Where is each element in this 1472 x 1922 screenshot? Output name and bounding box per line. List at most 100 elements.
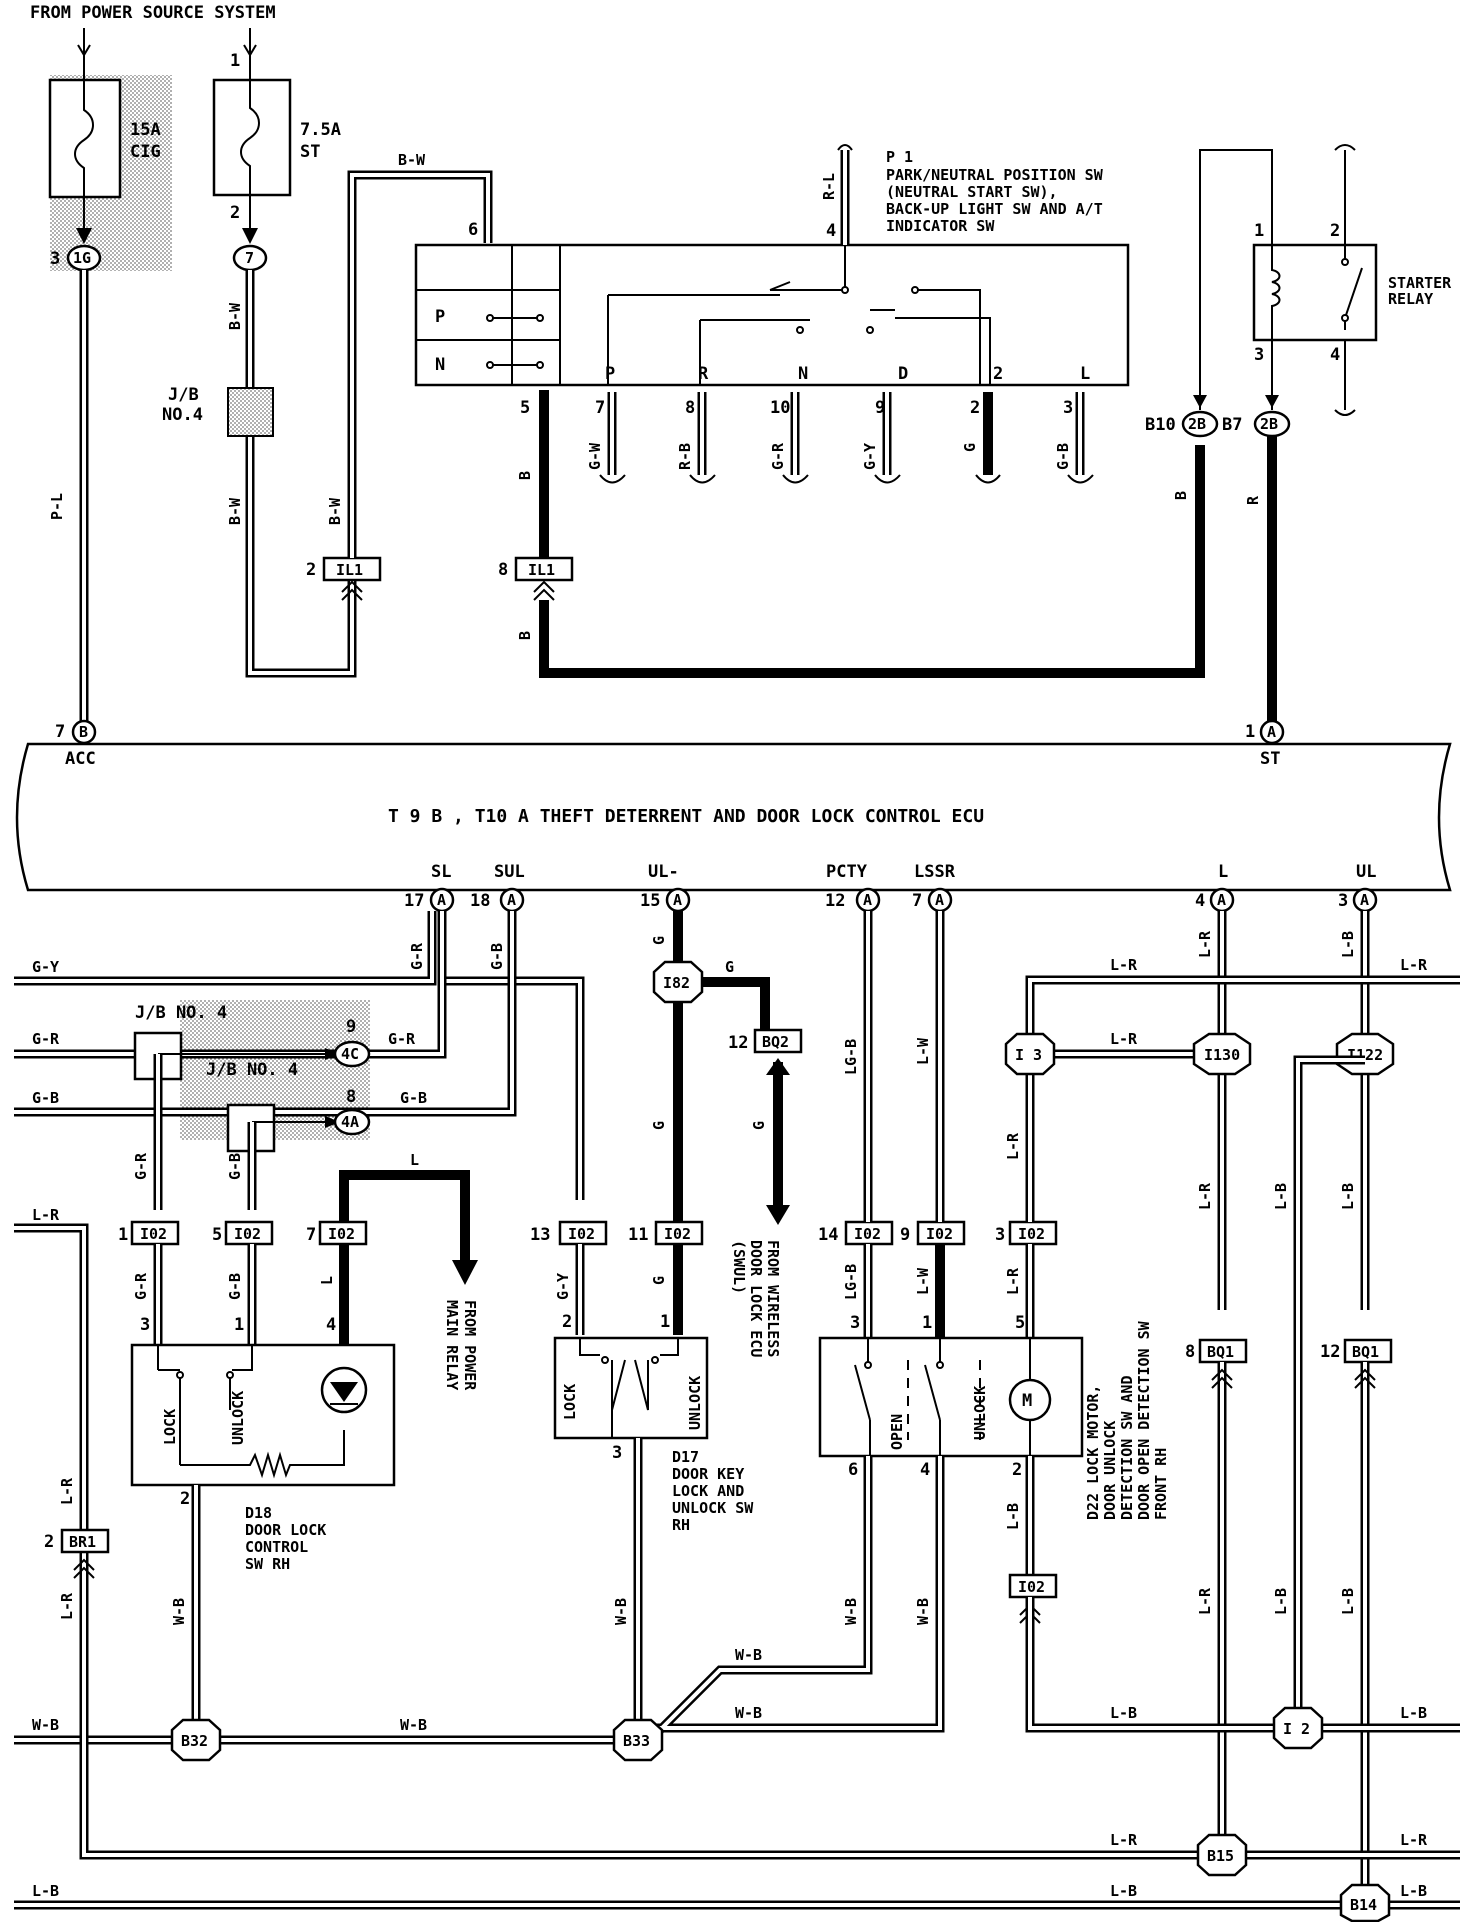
svg-text:11: 11: [628, 1225, 648, 1245]
p1-title-3: (NEUTRAL START SW),: [886, 183, 1058, 201]
from-power-main-relay-1: FROM POWER: [461, 1300, 479, 1391]
wire-label-g: G: [650, 1121, 668, 1130]
arrow: [766, 1205, 790, 1225]
jb-no4-label: J/B NO. 4: [206, 1060, 298, 1080]
st-feed-arrow: [243, 44, 257, 57]
connector-bq2-label: BQ2: [762, 1033, 789, 1051]
p1-contacts: [490, 317, 540, 366]
p1-output-wires: [599, 392, 1094, 484]
wire-label-l-b: L-B: [1339, 1183, 1357, 1210]
wire-b-w-p1-inner: [350, 173, 490, 558]
pin-num: 4: [920, 1460, 930, 1480]
wire-label-g-b: G-B: [32, 1089, 59, 1107]
cig-arrow: [76, 228, 92, 244]
wire-label-b: B: [1172, 491, 1190, 500]
fuse-st-name: ST: [300, 142, 320, 162]
ecu-pin-sl: SL: [431, 862, 451, 882]
pin-num: 3: [50, 249, 60, 269]
i02-label: I02: [854, 1225, 881, 1243]
d18-inputs-inner: [156, 1244, 254, 1345]
d22-unlock: UNLOCK: [971, 1386, 989, 1440]
d17-label-3: LOCK AND: [672, 1482, 744, 1500]
connector-i82-label: I82: [663, 974, 690, 992]
p1-wire-g-b: G-B: [1054, 443, 1072, 470]
connector-b14: [1339, 1883, 1391, 1922]
wire-label-l-b: L-B: [1272, 1183, 1290, 1210]
p1-pin-8: 8: [685, 398, 695, 418]
pin-num: 2: [44, 1532, 54, 1552]
arrow: [1265, 395, 1279, 408]
connector-2b-label: 2B: [1260, 415, 1278, 433]
connector-bq1-label: BQ1: [1207, 1343, 1234, 1361]
connector-arrow: [73, 1558, 95, 1579]
starter-relay-coil: [1271, 245, 1281, 340]
p1-pos-label-p: P: [605, 364, 615, 384]
pin-num: 1: [660, 1312, 670, 1332]
p1-title-2: PARK/NEUTRAL POSITION SW: [886, 166, 1104, 184]
p1-position-p: P: [435, 307, 445, 327]
svg-text:9: 9: [900, 1225, 910, 1245]
connector-4c-label: 4C: [341, 1045, 359, 1063]
connector-i2-label: I 2: [1283, 1720, 1310, 1738]
pin-num: 5: [520, 398, 530, 418]
starter-relay-label-2: RELAY: [1388, 290, 1433, 308]
wire-label-g-b: G-B: [226, 1153, 244, 1180]
conn-a: A: [935, 891, 944, 909]
wire-label-b: B: [516, 471, 534, 480]
wire-label-l-r: L-R: [1004, 1132, 1022, 1160]
ecu-st: ST: [1260, 749, 1280, 769]
fuse-st-element: [240, 80, 260, 195]
connector-il1-label: IL1: [336, 561, 363, 579]
connector-i130: [1192, 1032, 1252, 1076]
jb-link: [158, 1053, 335, 1123]
wire-label-l-r: L-R: [32, 1206, 60, 1224]
svg-text:13: 13: [530, 1225, 550, 1245]
pin-num: 3: [612, 1443, 622, 1463]
p1-title-1: P 1: [886, 148, 913, 166]
p1-title-4: BACK-UP LIGHT SW AND A/T: [886, 200, 1103, 218]
wire-label-g-r: G-R: [408, 942, 426, 970]
wire-b-return: [539, 445, 1205, 678]
wire-label-l-w: L-W: [914, 1037, 932, 1065]
connector-b15: [1196, 1833, 1248, 1877]
wire-label-g-y: G-Y: [554, 1273, 572, 1300]
connector-b14-label: B14: [1350, 1896, 1377, 1914]
pin-num: 2: [230, 203, 240, 223]
wire-label-w-b: W-B: [735, 1646, 762, 1664]
fuse-st-amp: 7.5A: [300, 120, 341, 140]
wire-l-r-left: [14, 1223, 1460, 1860]
wire-g-y-left: [14, 911, 437, 986]
wire-label-g-r: G-R: [132, 1152, 150, 1180]
wire-label-g: G: [725, 958, 734, 976]
d22-internal: [854, 1338, 1031, 1456]
wire-label-g: G: [650, 1276, 668, 1285]
svg-text:3: 3: [995, 1225, 1005, 1245]
connector-2b-b10: [1181, 410, 1219, 438]
wire-label-g-y: G-Y: [32, 958, 59, 976]
connector-b32: [170, 1718, 222, 1762]
conn-a: A: [507, 891, 516, 909]
connector-b32-label: B32: [181, 1732, 208, 1750]
pin-num: 3: [850, 1313, 860, 1333]
wire-label-b-w: B-W: [226, 302, 244, 330]
wire-label-l-w: L-W: [914, 1267, 932, 1295]
wire-l-b-branch: [1293, 1055, 1365, 1728]
p1-wire-r-b: R-B: [676, 443, 694, 470]
wire-label-w-b: W-B: [170, 1598, 188, 1625]
pin-num: 2: [306, 560, 316, 580]
arrow: [766, 1058, 790, 1075]
d17-label-1: D17: [672, 1448, 699, 1466]
pin-num: 12: [1320, 1342, 1340, 1362]
wire-label-g-r: G-R: [132, 1272, 150, 1300]
svg-text:7: 7: [912, 891, 922, 911]
p1-grid: [416, 245, 561, 385]
d18-label-3: CONTROL: [245, 1538, 308, 1556]
wire-label-l-b: L-B: [1400, 1882, 1427, 1900]
wire-label-w-b: W-B: [735, 1704, 762, 1722]
wire-label-l-b: L-B: [1110, 1704, 1137, 1722]
fuse-cig-element: [74, 80, 94, 197]
connector-i3: [1004, 1032, 1056, 1076]
pin-num: 8: [346, 1087, 356, 1107]
wire-g-y-down-inner: [438, 979, 582, 1200]
